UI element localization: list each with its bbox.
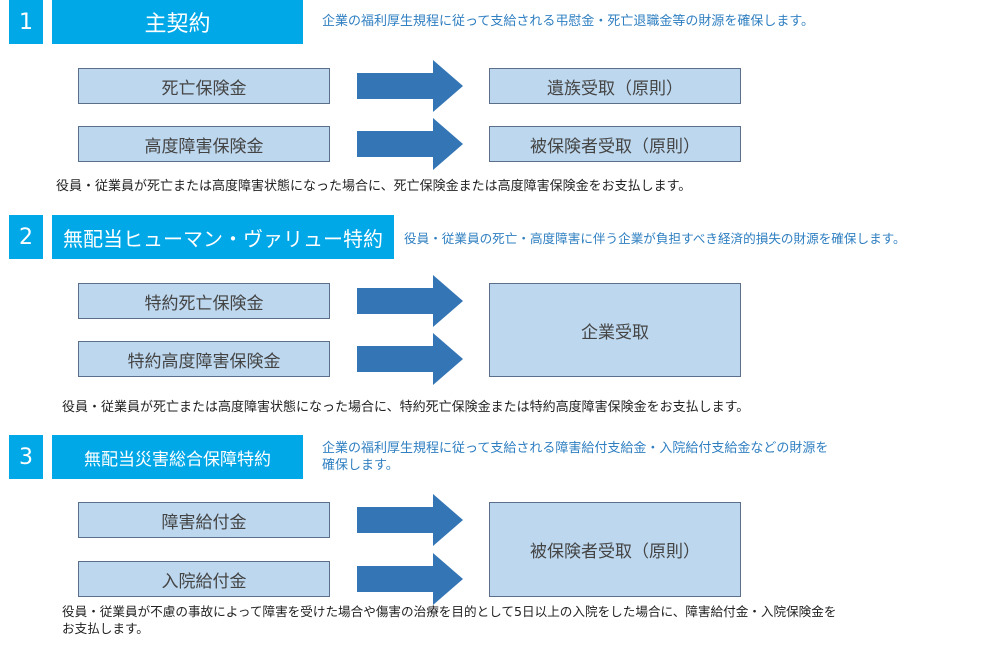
benefit-rider-death: 特約死亡保険金: [78, 283, 330, 319]
section-1-note: 役員・従業員が死亡または高度障害状態になった場合に、死亡保険金または高度障害保険…: [56, 179, 692, 194]
section-2-note: 役員・従業員が死亡または高度障害状態になった場合に、特約死亡保険金または特約高度…: [62, 400, 750, 415]
arrow-right-icon: [357, 494, 463, 546]
section-3-description-line: 企業の福利厚生規程に従って支給される障害給付支給金・入院給付支給金などの財源を: [322, 441, 829, 456]
benefit-death: 死亡保険金: [78, 68, 330, 104]
benefit-hospitalization: 入院給付金: [78, 561, 330, 597]
section-3-note-line: 役員・従業員が不慮の事故によって障害を受けた場合や傷害の治療を目的として5日以上…: [62, 604, 837, 619]
section-3-note-line: お支払します。: [62, 621, 149, 636]
benefit-disability: 障害給付金: [78, 502, 330, 538]
arrow-right-icon: [357, 553, 463, 605]
arrow-right-icon: [357, 60, 463, 112]
recipient-bereaved: 遺族受取（原則）: [489, 68, 741, 104]
section-2-title: 無配当ヒューマン・ヴァリュー特約: [52, 215, 394, 259]
section-3-description-line: 確保します。: [322, 458, 399, 473]
benefit-high-disability: 高度障害保険金: [78, 126, 330, 162]
section-2-number: 2: [9, 215, 43, 259]
recipient-insured: 被保険者受取（原則）: [489, 126, 741, 162]
benefit-rider-high-disability: 特約高度障害保険金: [78, 341, 330, 377]
section-2-description: 役員・従業員の死亡・高度障害に伴う企業が負担すべき経済的損失の財源を確保します。: [404, 231, 906, 246]
section-1-number: 1: [9, 0, 43, 44]
section-3-note: 役員・従業員が不慮の事故によって障害を受けた場合や傷害の治療を目的として5日以上…: [62, 603, 987, 637]
recipient-company: 企業受取: [489, 283, 741, 377]
section-3-title: 無配当災害総合保障特約: [52, 435, 303, 479]
recipient-insured: 被保険者受取（原則）: [489, 502, 741, 597]
section-3-description: 企業の福利厚生規程に従って支給される障害給付支給金・入院給付支給金などの財源を …: [322, 440, 922, 474]
section-1-description: 企業の福利厚生規程に従って支給される弔慰金・死亡退職金等の財源を確保します。: [322, 14, 815, 29]
section-1-title: 主契約: [52, 0, 303, 44]
arrow-right-icon: [357, 118, 463, 170]
section-3-number: 3: [9, 435, 43, 479]
arrow-right-icon: [357, 275, 463, 327]
arrow-right-icon: [357, 333, 463, 385]
